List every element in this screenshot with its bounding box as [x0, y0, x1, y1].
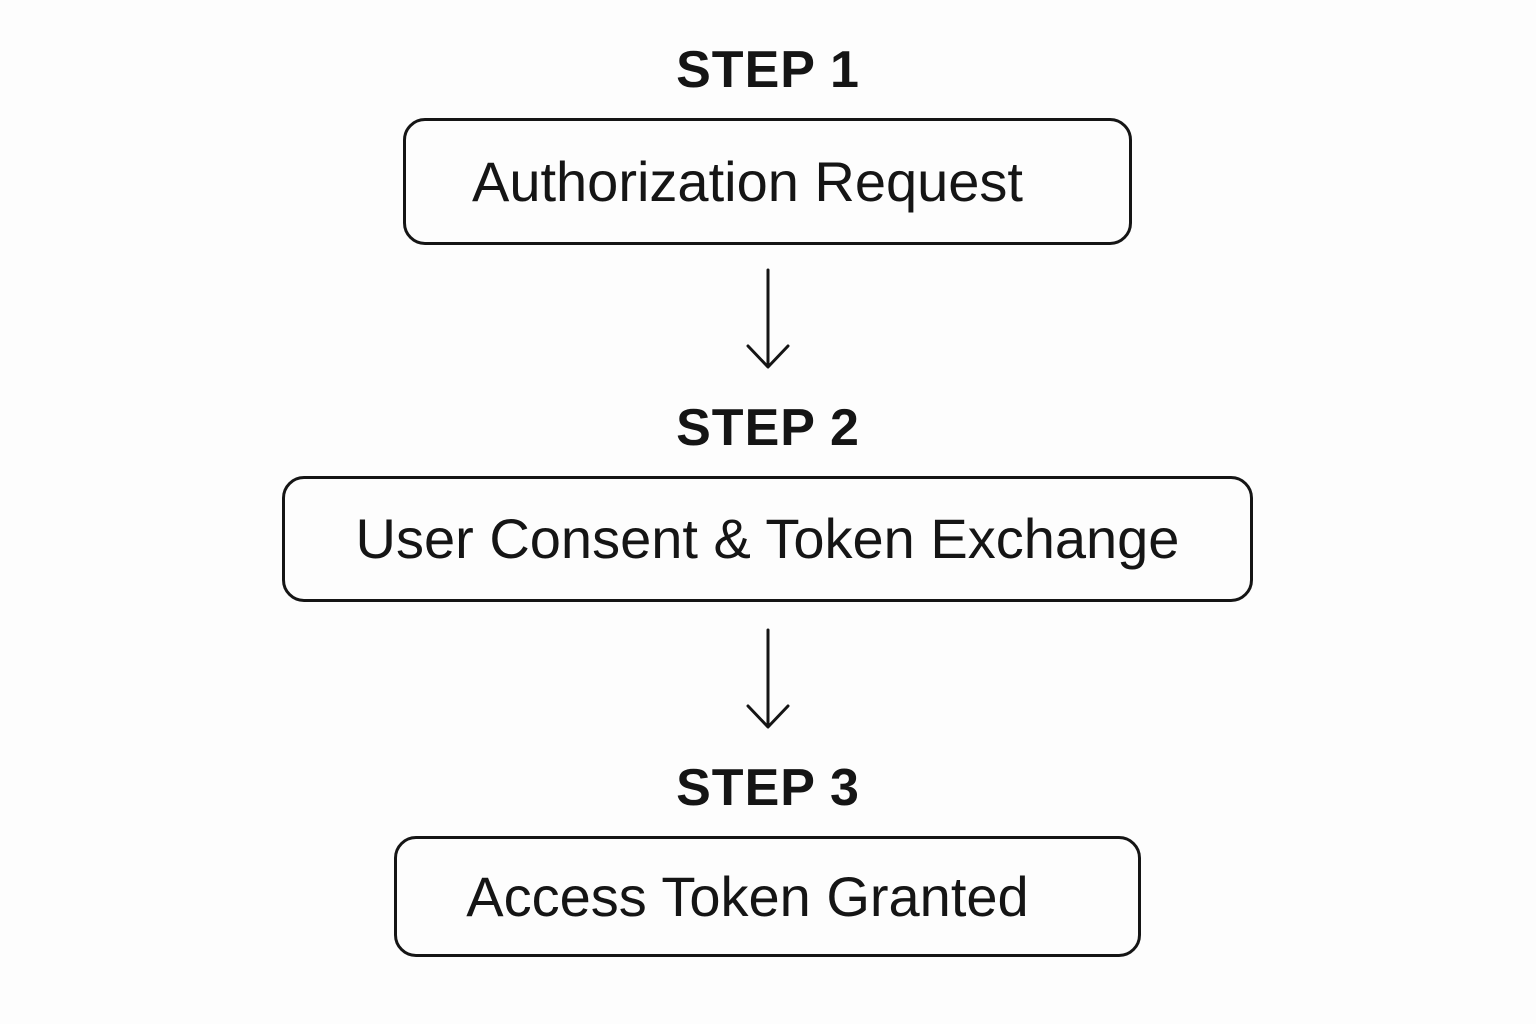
step-1-number: 1 — [829, 41, 860, 99]
step-3-text: Access Token Granted — [466, 864, 1029, 928]
step-1-text: Authorization Request — [471, 149, 1023, 213]
step-1-label-word: STEP — [676, 41, 816, 99]
step-2-label-word: STEP — [676, 399, 816, 457]
step-3-number: 3 — [829, 759, 860, 817]
step-3-label-word: STEP — [676, 759, 816, 817]
arrow-down-icon — [746, 268, 790, 369]
step-2-box: User Consent & Token Exchange — [282, 476, 1253, 602]
arrow-down-icon — [746, 628, 790, 729]
step-1-box: Authorization Request — [403, 118, 1132, 245]
step-2-number: 2 — [829, 399, 860, 457]
step-2-text: User Consent & Token Exchange — [355, 507, 1180, 570]
step-3-box: Access Token Granted — [394, 836, 1141, 957]
